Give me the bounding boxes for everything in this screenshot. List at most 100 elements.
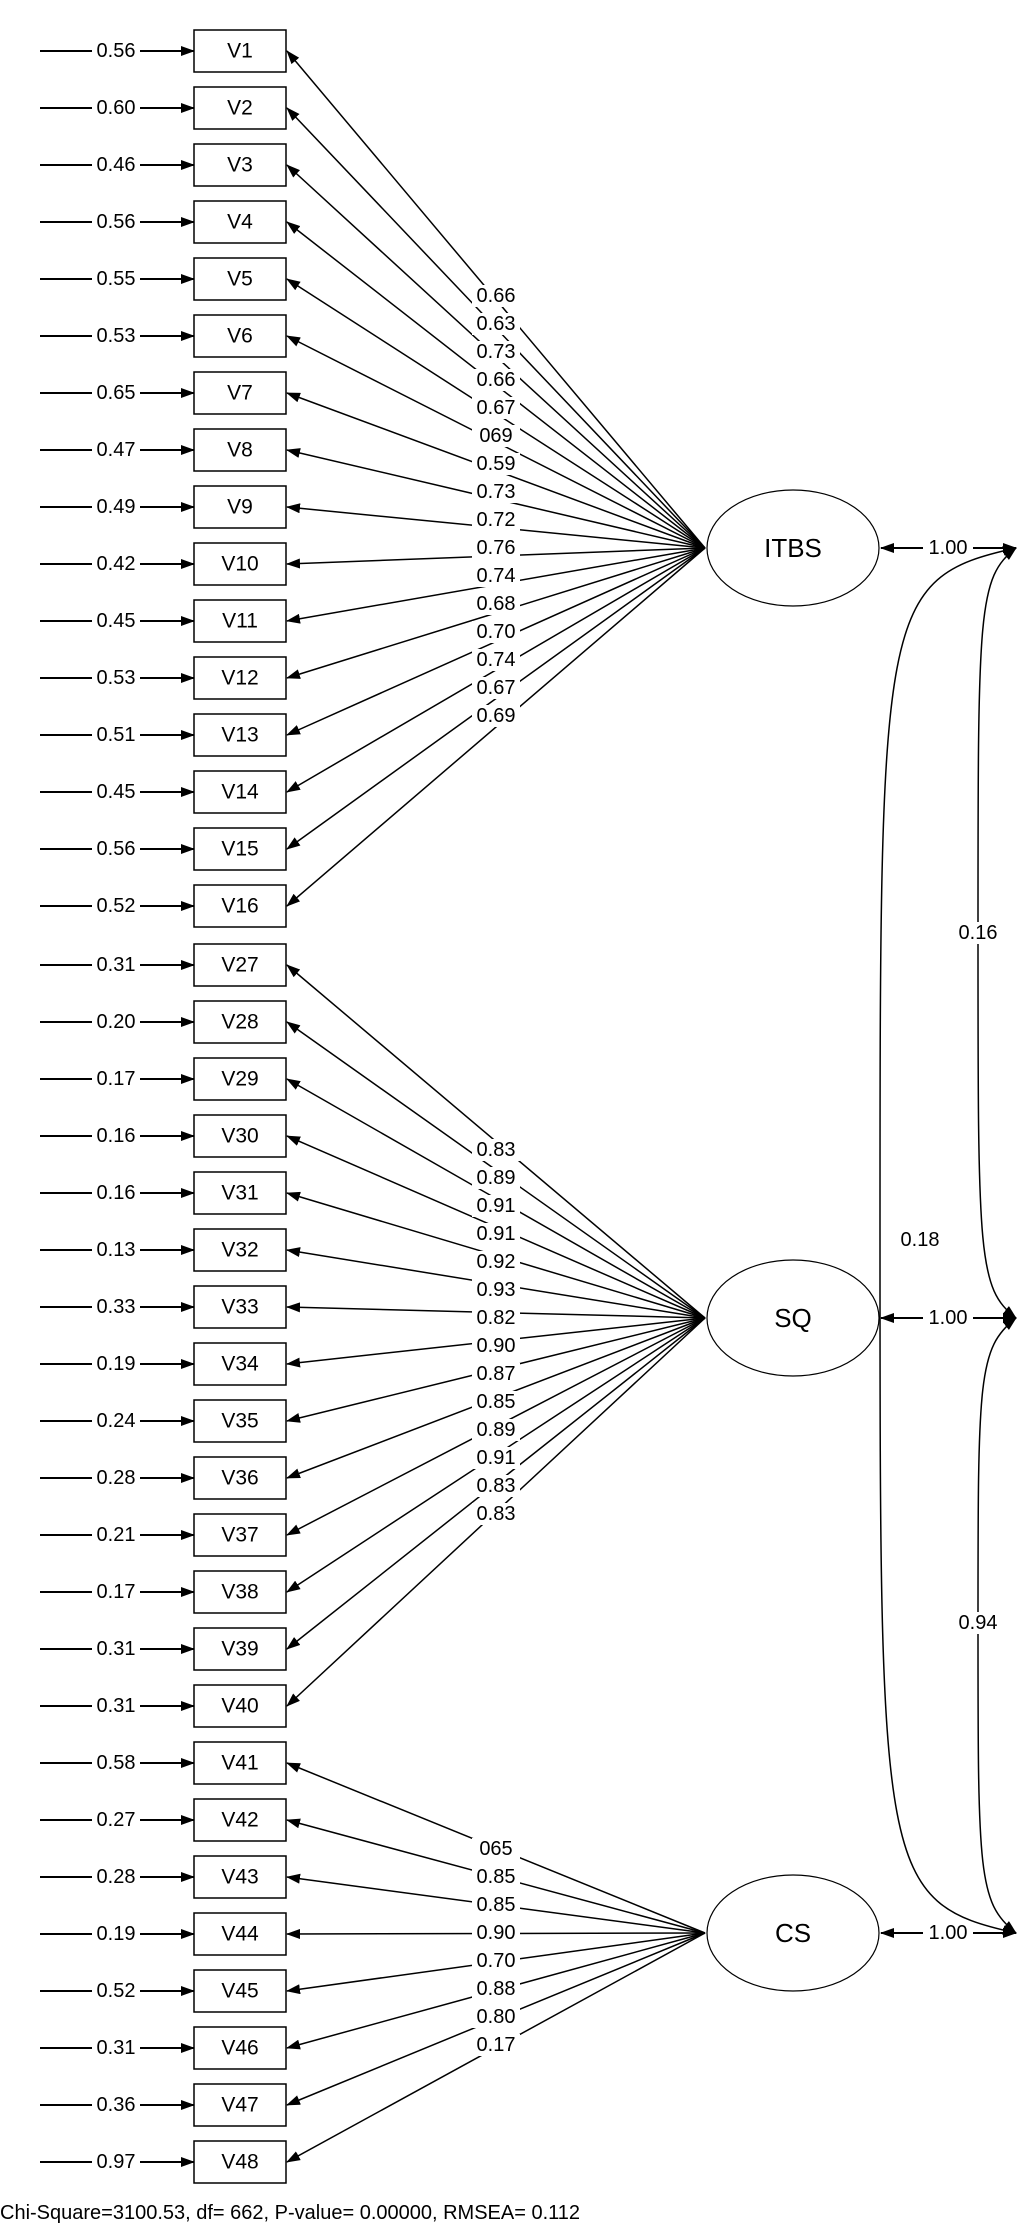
indicator-box-v41 (193, 1741, 287, 1785)
factor-loading-label: 0.91 (477, 1195, 516, 1217)
error-variance-label: 0.17 (97, 1581, 136, 1603)
factor-loading-label: 0.73 (477, 481, 516, 503)
latent-variance-label: 1.00 (929, 1922, 968, 1944)
indicator-box-v37 (193, 1513, 287, 1557)
indicator-box-v34 (193, 1342, 287, 1386)
error-variance-label: 0.56 (97, 40, 136, 62)
error-variance-label: 0.58 (97, 1752, 136, 1774)
error-variance-label: 0.46 (97, 154, 136, 176)
indicator-box-v9 (193, 485, 287, 529)
error-variance-label: 0.19 (97, 1923, 136, 1945)
indicator-label: V35 (221, 1410, 258, 1433)
error-variance-label: 0.28 (97, 1467, 136, 1489)
error-variance-label: 0.49 (97, 496, 136, 518)
covariance-label-sq-cs: 0.94 (959, 1612, 998, 1634)
indicator-box-v43 (193, 1855, 287, 1899)
indicator-label: V43 (221, 1866, 258, 1889)
covariance-label-itbs-cs: 0.18 (901, 1229, 940, 1251)
indicator-label: V37 (221, 1524, 258, 1547)
factor-loading-label: 0.90 (477, 1335, 516, 1357)
indicator-label: V6 (227, 325, 253, 348)
error-variance-label: 0.17 (97, 1068, 136, 1090)
indicator-label: V8 (227, 439, 253, 462)
factor-loading-label: 0.83 (477, 1139, 516, 1161)
indicator-label: V40 (221, 1695, 258, 1718)
error-variance-label: 0.53 (97, 667, 136, 689)
error-variance-label: 0.47 (97, 439, 136, 461)
indicator-label: V15 (221, 838, 258, 861)
indicator-box-v2 (193, 86, 287, 130)
factor-loading-label: 0.72 (477, 509, 516, 531)
error-variance-label: 0.45 (97, 781, 136, 803)
indicator-box-v44 (193, 1912, 287, 1956)
indicator-label: V5 (227, 268, 253, 291)
indicator-box-v38 (193, 1570, 287, 1614)
error-variance-label: 0.31 (97, 1638, 136, 1660)
factor-loading-label: 0.87 (477, 1363, 516, 1385)
error-variance-label: 0.28 (97, 1866, 136, 1888)
indicator-label: V7 (227, 382, 253, 405)
factor-loading-label: 0.89 (477, 1419, 516, 1441)
indicator-box-v15 (193, 827, 287, 871)
indicator-box-v30 (193, 1114, 287, 1158)
error-variance-label: 0.31 (97, 1695, 136, 1717)
latent-label-itbs: ITBS (764, 533, 822, 563)
error-variance-label: 0.42 (97, 553, 136, 575)
factor-loading-label: 0.66 (477, 369, 516, 391)
indicator-label: V3 (227, 154, 253, 177)
indicator-label: V28 (221, 1011, 258, 1034)
error-variance-label: 0.21 (97, 1524, 136, 1546)
indicator-label: V45 (221, 1980, 258, 2003)
indicator-label: V42 (221, 1809, 258, 1832)
factor-loading-label: 0.63 (477, 313, 516, 335)
indicator-box-v16 (193, 884, 287, 928)
factor-loading-label: 0.67 (477, 677, 516, 699)
indicator-box-v42 (193, 1798, 287, 1842)
indicator-box-v36 (193, 1456, 287, 1500)
indicator-box-v7 (193, 371, 287, 415)
indicator-box-v3 (193, 143, 287, 187)
error-variance-label: 0.55 (97, 268, 136, 290)
indicator-label: V31 (221, 1182, 258, 1205)
indicator-label: V44 (221, 1923, 259, 1946)
indicator-box-v12 (193, 656, 287, 700)
covariance-label-itbs-sq: 0.16 (959, 922, 998, 944)
factor-loading-label: 0.82 (477, 1307, 516, 1329)
error-variance-label: 0.65 (97, 382, 136, 404)
error-variance-label: 0.16 (97, 1182, 136, 1204)
factor-loading-label: 0.67 (477, 397, 516, 419)
factor-loading-label: 0.93 (477, 1279, 516, 1301)
error-variance-label: 0.53 (97, 325, 136, 347)
indicator-box-v35 (193, 1399, 287, 1443)
factor-loading-label: 0.66 (477, 285, 516, 307)
indicator-label: V47 (221, 2094, 258, 2117)
factor-loading-label: 065 (479, 1838, 512, 1860)
indicator-box-v46 (193, 2026, 287, 2070)
latent-itbs (706, 489, 880, 607)
indicator-box-v27 (193, 943, 287, 987)
indicator-box-v1 (193, 29, 287, 73)
factor-loading-label: 069 (479, 425, 512, 447)
factor-loading-label: 0.88 (477, 1978, 516, 2000)
indicator-label: V1 (227, 40, 253, 63)
factor-loading-label: 0.91 (477, 1447, 516, 1469)
factor-loading-label: 0.80 (477, 2006, 516, 2028)
covariance-path-itbs-cs (879, 545, 1017, 1936)
indicator-label: V27 (221, 954, 258, 977)
indicator-box-v13 (193, 713, 287, 757)
error-variance-label: 0.16 (97, 1125, 136, 1147)
error-variance-label: 0.33 (97, 1296, 136, 1318)
latent-label-cs: CS (775, 1918, 811, 1948)
indicator-box-v48 (193, 2140, 287, 2184)
indicator-label: V12 (221, 667, 258, 690)
indicator-label: V39 (221, 1638, 258, 1661)
factor-loading-label: 0.68 (477, 593, 516, 615)
indicator-label: V38 (221, 1581, 258, 1604)
indicator-label: V2 (227, 97, 253, 120)
indicator-label: V30 (221, 1125, 258, 1148)
error-variance-label: 0.20 (97, 1011, 136, 1033)
latent-sq (706, 1259, 880, 1377)
factor-loading-label: 0.85 (477, 1866, 516, 1888)
indicator-label: V16 (221, 895, 258, 918)
error-variance-label: 0.45 (97, 610, 136, 632)
